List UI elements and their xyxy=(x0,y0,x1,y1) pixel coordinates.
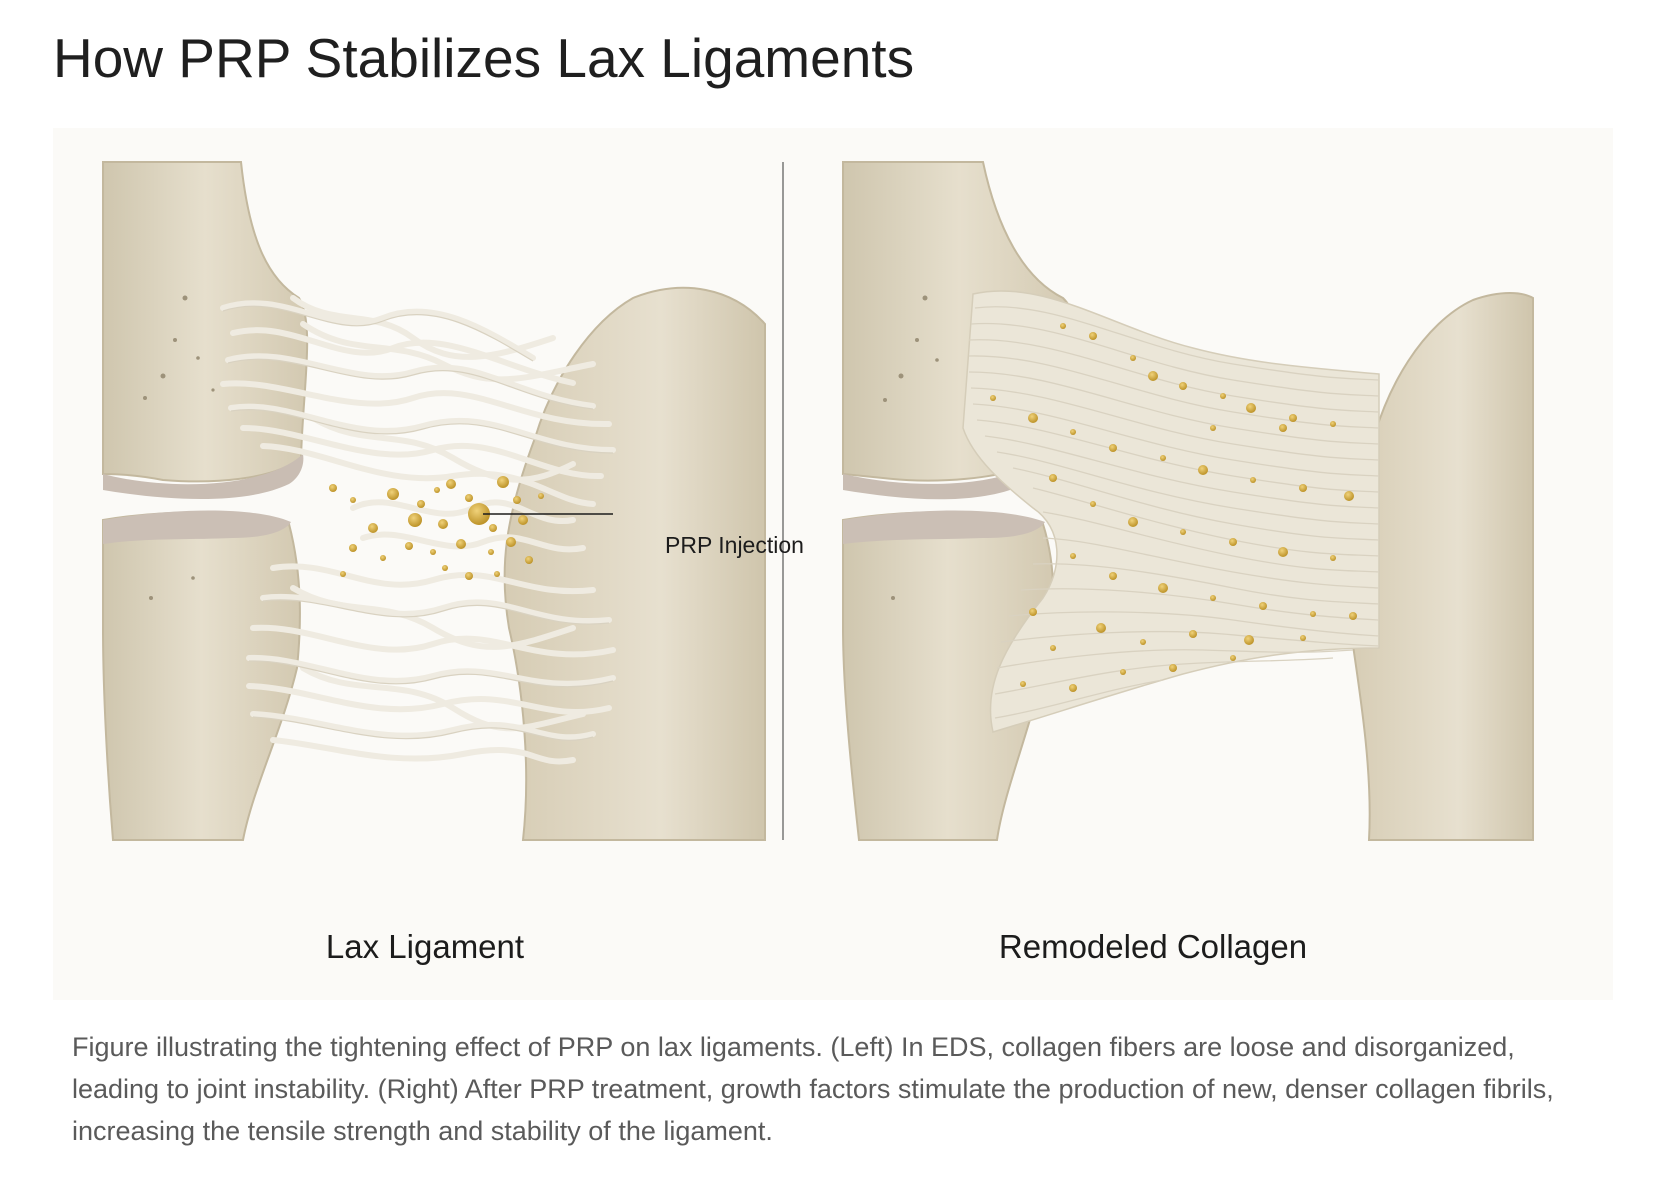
prp-injection-callout: PRP Injection xyxy=(665,532,804,558)
right-upper-cartilage xyxy=(843,458,1043,500)
right-panel-label: Remodeled Collagen xyxy=(998,928,1308,965)
left-loose-fibers xyxy=(220,295,616,765)
left-platelet-particles xyxy=(329,476,544,580)
left-panel xyxy=(102,161,766,841)
page-title: How PRP Stabilizes Lax Ligaments xyxy=(53,27,915,89)
left-fiber-outlines xyxy=(222,305,614,741)
left-upper-bone xyxy=(102,161,309,483)
left-upper-cartilage xyxy=(103,454,304,499)
figure-caption: Figure illustrating the tightening effec… xyxy=(72,1032,1554,1146)
left-lower-cartilage xyxy=(103,510,291,544)
injection-source-droplet xyxy=(468,503,490,525)
left-bone-pores xyxy=(143,295,215,600)
illustration-svg xyxy=(102,161,1534,841)
remodeled-ligament-mass xyxy=(962,290,1380,733)
illustration-figure: Lax Ligament Remodeled Collagen PRP Inje… xyxy=(53,128,1613,1000)
left-panel-label: Lax Ligament xyxy=(325,928,525,965)
right-panel xyxy=(842,161,1534,841)
left-lower-bone xyxy=(102,511,301,841)
right-platelet-particles xyxy=(990,323,1357,692)
right-lower-cartilage xyxy=(843,510,1045,544)
right-bone-pores xyxy=(883,295,939,600)
